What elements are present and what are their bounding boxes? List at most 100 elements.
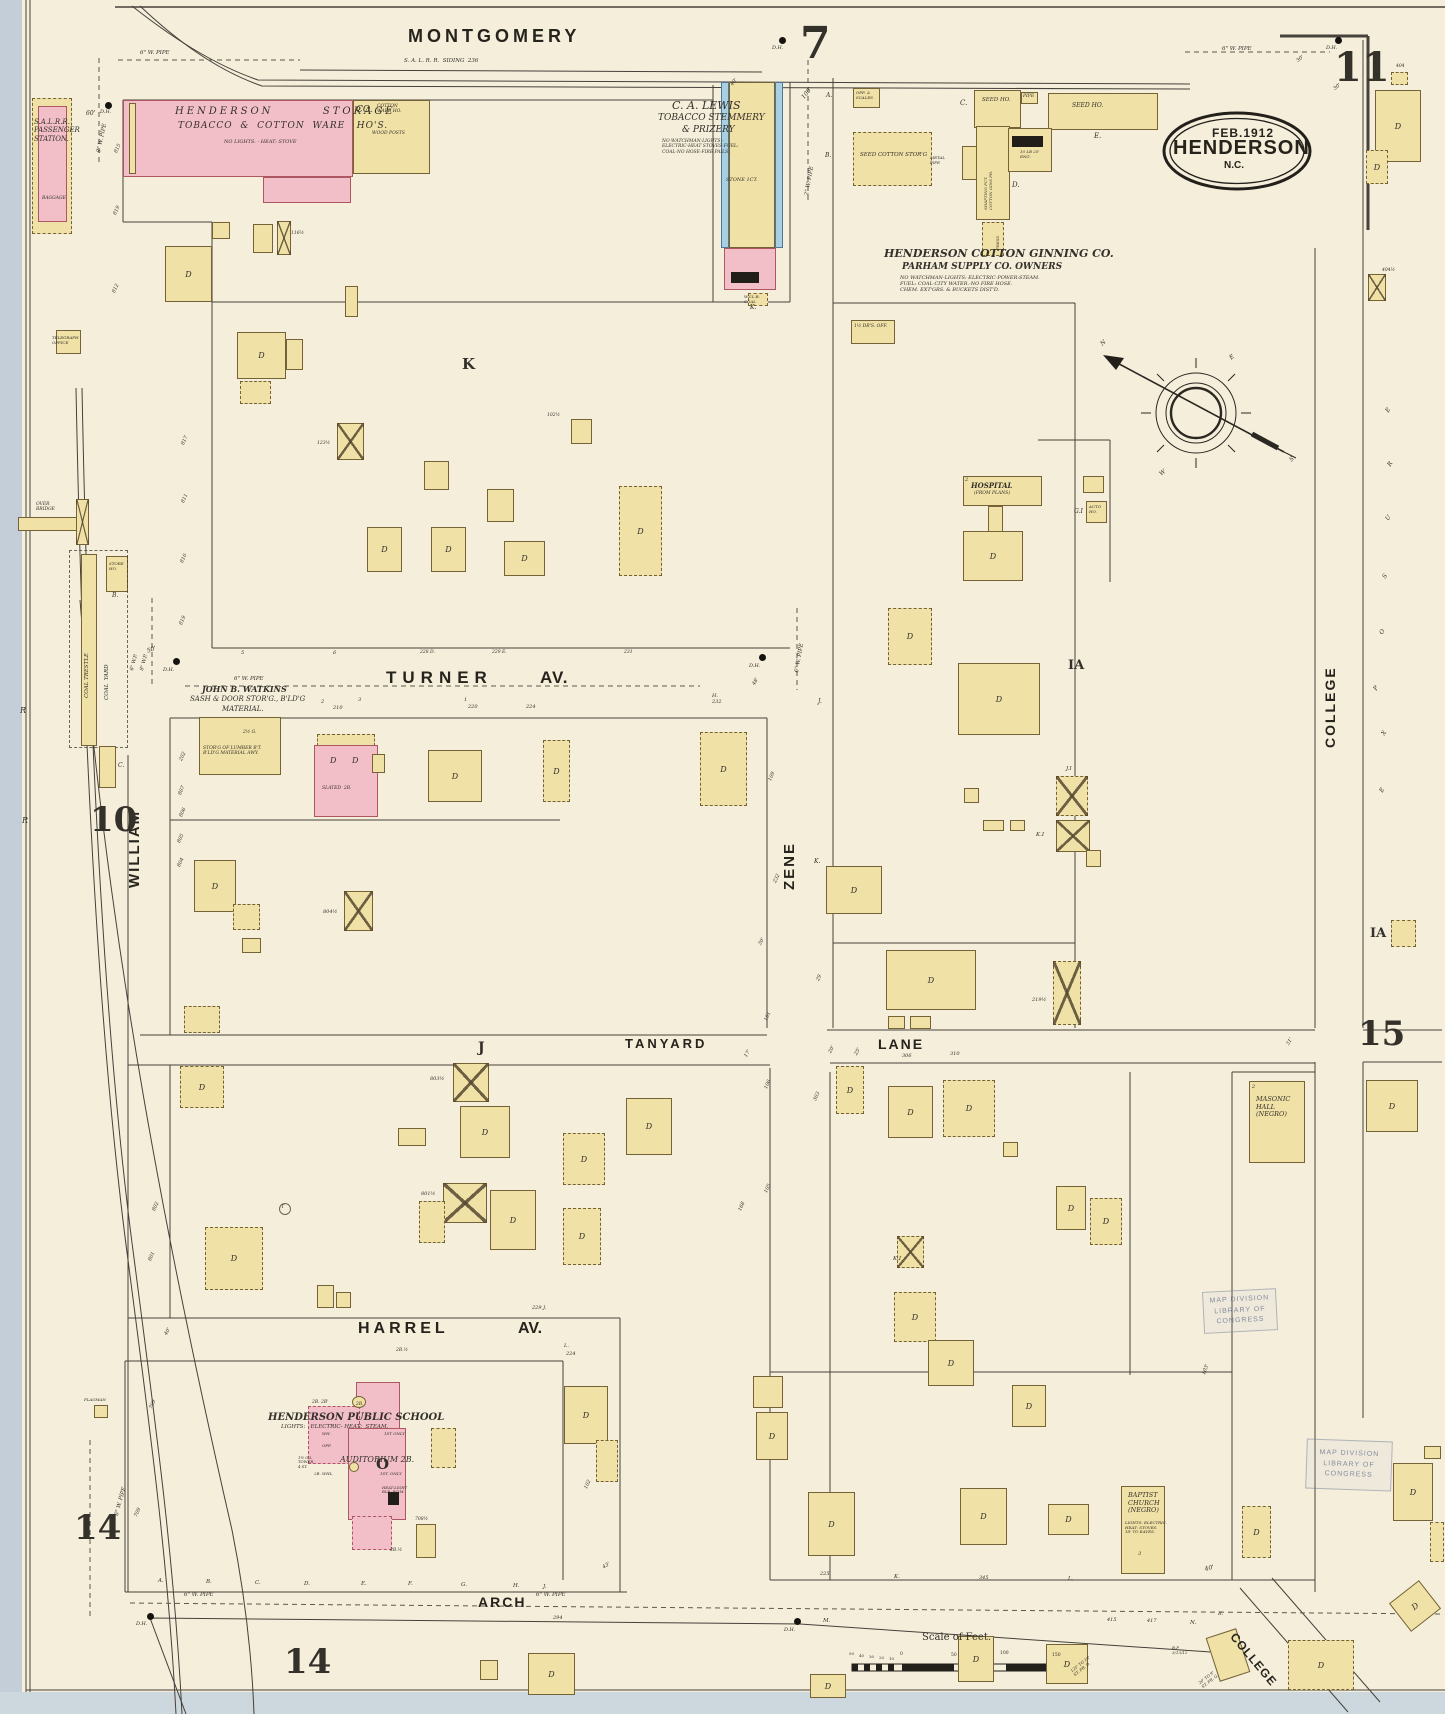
building: D: [958, 1636, 994, 1682]
building: [1056, 776, 1088, 816]
map-annotation: D.H.: [749, 663, 761, 669]
title-date: FEB.1912: [1212, 126, 1275, 140]
map-annotation: 40': [163, 1326, 173, 1337]
building-label: D: [980, 1512, 987, 1521]
water-pipe-lines: [89, 51, 1441, 1620]
map-annotation: 101: [763, 1010, 773, 1023]
building-label: D: [995, 694, 1003, 704]
map-annotation: AUTO HO.: [1089, 504, 1102, 514]
map-annotation: & PRIZERY: [682, 125, 735, 135]
map-annotation: P: [1372, 684, 1381, 693]
double-hydrant-dot: [147, 1613, 154, 1620]
street-label-arch: ARCH: [478, 1594, 527, 1610]
building: [345, 286, 358, 317]
baptist-church: [1121, 1486, 1165, 1574]
map-annotation: 811: [180, 492, 190, 505]
building-label: D: [911, 1312, 919, 1322]
map-annotation: 103': [1201, 1363, 1211, 1376]
page-number-7: 7: [800, 18, 831, 69]
building-label: D: [381, 545, 388, 554]
building-label: D: [1317, 1660, 1325, 1670]
map-annotation: 20: [879, 1655, 885, 1660]
building: [337, 423, 364, 460]
building: [988, 506, 1003, 533]
map-annotation: 2B.: [356, 1402, 364, 1407]
building-label: D: [824, 1681, 832, 1691]
map-annotation: 810: [179, 552, 189, 565]
building: D: [490, 1190, 536, 1250]
map-annotation: 1ST ONLY: [384, 1431, 406, 1436]
map-annotation: F.: [408, 1581, 413, 1587]
building-label: D: [230, 1254, 238, 1263]
map-annotation: 5: [241, 650, 245, 656]
map-annotation: E: [1228, 353, 1236, 362]
building: [1083, 476, 1104, 493]
building: [487, 489, 514, 522]
map-annotation: CO.: [356, 105, 373, 115]
map-annotation: 102½: [547, 413, 560, 418]
building: [853, 88, 880, 108]
building: D: [960, 1488, 1007, 1545]
map-annotation: PRESS: [995, 235, 1000, 250]
building: [1086, 501, 1107, 523]
map-annotation: LIGHTS: ELECTRIC- HEAT: STEAM.: [281, 1424, 389, 1430]
school-label: HENDERSON PUBLIC SCHOOL: [268, 1412, 445, 1423]
map-annotation: 50': [146, 644, 158, 655]
map-annotation: 224: [526, 704, 536, 710]
map-annotation: 815: [113, 142, 123, 155]
map-annotation: B.: [206, 1579, 212, 1585]
title-state: N.C.: [1224, 160, 1244, 171]
map-annotation: S. A. L. R. R. SIDING 236: [404, 58, 479, 64]
street-label-turner: TURNER: [386, 668, 493, 687]
building: D: [528, 1653, 575, 1695]
map-annotation: 1½ G'L TOWER 4 ST.: [298, 1455, 314, 1469]
building-label: D: [965, 1104, 973, 1113]
building: D: [886, 950, 976, 1010]
map-annotation: D.: [1012, 181, 1020, 189]
building: [352, 1396, 366, 1408]
stamp-text: LIBRARY OF CONGRESS: [1214, 1305, 1266, 1326]
building: D: [1388, 1580, 1442, 1632]
building-label: D: [972, 1654, 980, 1664]
building-label: D: [198, 1082, 206, 1092]
map-annotation: D: [352, 756, 359, 765]
map-annotation: S: [1288, 455, 1296, 464]
map-annotation: 100': [800, 85, 814, 101]
map-annotation: 819: [178, 614, 188, 627]
map-annotation: LIGHTS: ELECTRIC. HEAT: STOVES. 18' TO E…: [1125, 1520, 1167, 1535]
flagman-shanty: [94, 1405, 108, 1418]
building-label: D: [582, 1410, 590, 1420]
hospital: [963, 476, 1042, 506]
map-annotation: K.: [894, 1574, 900, 1580]
map-annotation: B.: [112, 592, 119, 599]
map-annotation: 805: [176, 832, 186, 845]
building: [1368, 274, 1386, 301]
building: [1010, 820, 1025, 831]
map-annotation: B.P 3/13/12: [1172, 1645, 1188, 1655]
map-annotation: 802: [151, 1200, 161, 1213]
building: [1053, 961, 1081, 1025]
scan-edge-bottom: [0, 1692, 1445, 1714]
map-annotation: IA: [1370, 926, 1387, 941]
map-annotation: D.H.: [136, 1621, 148, 1627]
building: [336, 1292, 351, 1308]
building: D: [700, 732, 747, 806]
watkins-label: JOHN B. WATKINS: [202, 684, 287, 694]
map-annotation: 30: [869, 1654, 875, 1659]
building: D: [1393, 1463, 1433, 1521]
map-annotation: 812: [111, 282, 121, 295]
map-annotation: E.: [361, 1581, 367, 1587]
building: D: [928, 1340, 974, 1386]
building: [424, 461, 449, 490]
map-annotation: STONE 1CT.: [726, 177, 758, 183]
map-annotation: SLATED 2B.: [322, 786, 352, 791]
map-annotation: T: [281, 1204, 285, 1210]
map-annotation: 116½: [291, 231, 304, 236]
map-annotation: 0: [900, 1652, 903, 1657]
double-hydrant-dot: [779, 37, 786, 44]
building: [910, 1016, 931, 1029]
map-annotation: 6" W. PIPE: [536, 1592, 566, 1598]
map-annotation: FLAGMAN: [84, 1397, 106, 1402]
street-label-college: COLLEGE: [1322, 666, 1338, 748]
